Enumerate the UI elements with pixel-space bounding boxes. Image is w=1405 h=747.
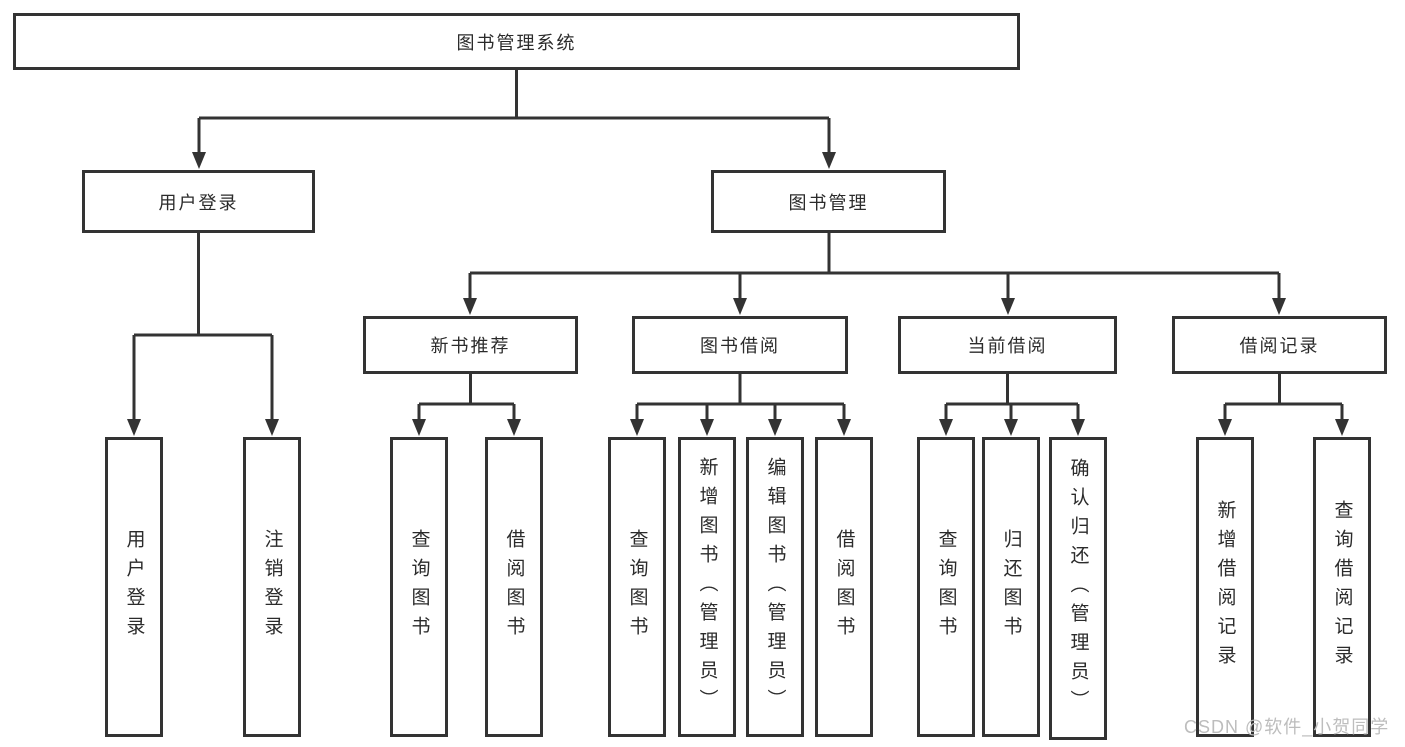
connector-book-mgmt-to-level3 [463, 233, 1286, 315]
node-leaf-edit-books-admin: 编辑图书（管理员） [746, 437, 804, 737]
node-leaf-borrow-books-1: 借阅图书 [485, 437, 543, 737]
node-label: 用户登录 [158, 192, 239, 213]
node-label: 查询图书 [408, 529, 430, 645]
arrowhead-icon [733, 298, 747, 315]
node-leaf-add-borrow-record: 新增借阅记录 [1196, 437, 1254, 737]
connector-current-borrow-children [939, 374, 1085, 436]
node-label: 用户登录 [123, 529, 145, 645]
arrowhead-icon [700, 419, 714, 436]
node-label: 查询借阅记录 [1331, 500, 1353, 674]
arrowhead-icon [1218, 419, 1232, 436]
arrowhead-icon [127, 419, 141, 436]
connector-book-borrow-children [630, 374, 851, 436]
arrowhead-icon [1272, 298, 1286, 315]
arrowhead-icon [192, 152, 206, 169]
node-leaf-query-books-2: 查询图书 [608, 437, 666, 737]
node-label: 归还图书 [1000, 529, 1022, 645]
node-label: 图书管理系统 [456, 32, 577, 53]
node-leaf-borrow-books-2: 借阅图书 [815, 437, 873, 737]
node-book-management: 图书管理 [711, 170, 946, 233]
node-label: 借阅图书 [503, 529, 525, 645]
node-leaf-add-books-admin: 新增图书（管理员） [678, 437, 736, 737]
arrowhead-icon [265, 419, 279, 436]
arrowhead-icon [630, 419, 644, 436]
arrowhead-icon [507, 419, 521, 436]
arrowhead-icon [1001, 298, 1015, 315]
node-label: 新增借阅记录 [1214, 500, 1236, 674]
connector-borrow-record-children [1218, 374, 1349, 436]
node-label: 图书管理 [788, 192, 869, 213]
arrowhead-icon [1004, 419, 1018, 436]
node-label: 注销登录 [261, 529, 283, 645]
node-root-system: 图书管理系统 [13, 13, 1020, 70]
node-label: 新增图书（管理员） [696, 456, 718, 718]
arrowhead-icon [768, 419, 782, 436]
node-leaf-logout: 注销登录 [243, 437, 301, 737]
node-label: 查询图书 [626, 529, 648, 645]
node-book-borrowing: 图书借阅 [632, 316, 848, 374]
node-label: 借阅记录 [1239, 336, 1320, 356]
node-leaf-return-books: 归还图书 [982, 437, 1040, 737]
csdn-watermark: CSDN @软件_小贺同学 [1184, 717, 1390, 737]
node-label: 编辑图书（管理员） [764, 456, 786, 718]
arrowhead-icon [837, 419, 851, 436]
node-leaf-confirm-return-admin: 确认归还（管理员） [1049, 437, 1107, 740]
node-label: 当前借阅 [967, 336, 1048, 356]
node-label: 确认归还（管理员） [1067, 458, 1089, 719]
node-label: 查询图书 [935, 529, 957, 645]
arrowhead-icon [939, 419, 953, 436]
node-new-book-recommend: 新书推荐 [363, 316, 578, 374]
node-leaf-query-books-1: 查询图书 [390, 437, 448, 737]
node-user-login: 用户登录 [82, 170, 315, 233]
arrowhead-icon [412, 419, 426, 436]
arrowhead-icon [463, 298, 477, 315]
node-label: 新书推荐 [430, 336, 511, 356]
node-leaf-query-books-3: 查询图书 [917, 437, 975, 737]
arrowhead-icon [822, 152, 836, 169]
arrowhead-icon [1071, 419, 1085, 436]
connector-user-login-children [127, 233, 279, 436]
connector-new-book-children [412, 374, 521, 436]
node-leaf-user-login: 用户登录 [105, 437, 163, 737]
arrowhead-icon [1335, 419, 1349, 436]
node-leaf-query-borrow-record: 查询借阅记录 [1313, 437, 1371, 737]
node-borrowing-records: 借阅记录 [1172, 316, 1387, 374]
node-current-borrowing: 当前借阅 [898, 316, 1117, 374]
node-label: 借阅图书 [833, 529, 855, 645]
node-label: 图书借阅 [700, 336, 780, 356]
connector-root-to-level2 [192, 69, 836, 169]
